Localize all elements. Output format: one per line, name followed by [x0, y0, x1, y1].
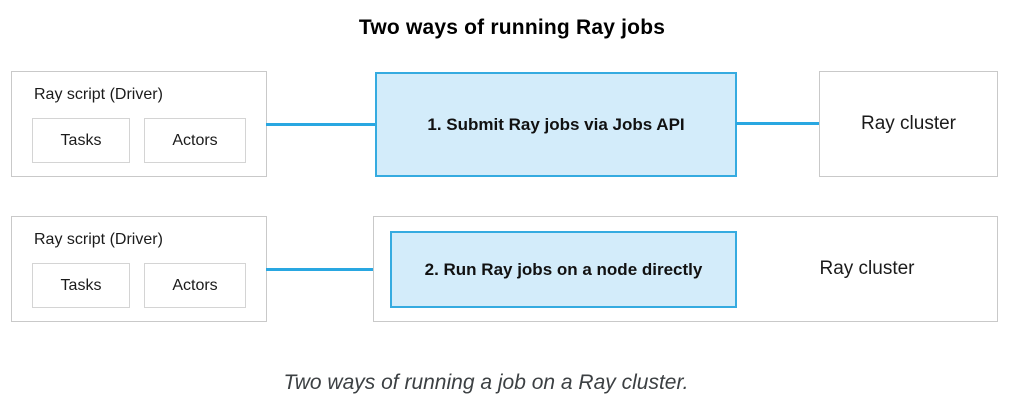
diagram-title: Two ways of running Ray jobs — [358, 16, 666, 39]
ray-cluster-label-row2: Ray cluster — [819, 258, 915, 279]
actors-box: Actors — [144, 263, 246, 308]
connector-driver-to-method-row2 — [266, 268, 391, 271]
tasks-box: Tasks — [32, 118, 130, 163]
ray-cluster-box-row2: 2. Run Ray jobs on a node directly Ray c… — [373, 216, 998, 322]
driver-label: Ray script (Driver) — [34, 231, 163, 248]
actors-box: Actors — [144, 118, 246, 163]
driver-box-row1: Ray script (Driver) Tasks Actors — [11, 71, 267, 177]
method-box-jobs-api: 1. Submit Ray jobs via Jobs API — [375, 72, 737, 177]
method-box-node-directly: 2. Run Ray jobs on a node directly — [390, 231, 737, 308]
ray-cluster-box-row1: Ray cluster — [819, 71, 998, 177]
connector-method-to-cluster-row1 — [736, 122, 820, 125]
driver-box-row2: Ray script (Driver) Tasks Actors — [11, 216, 267, 322]
tasks-box: Tasks — [32, 263, 130, 308]
figure-caption: Two ways of running a job on a Ray clust… — [283, 371, 689, 394]
driver-label: Ray script (Driver) — [34, 86, 163, 103]
connector-driver-to-method-row1 — [266, 123, 376, 126]
